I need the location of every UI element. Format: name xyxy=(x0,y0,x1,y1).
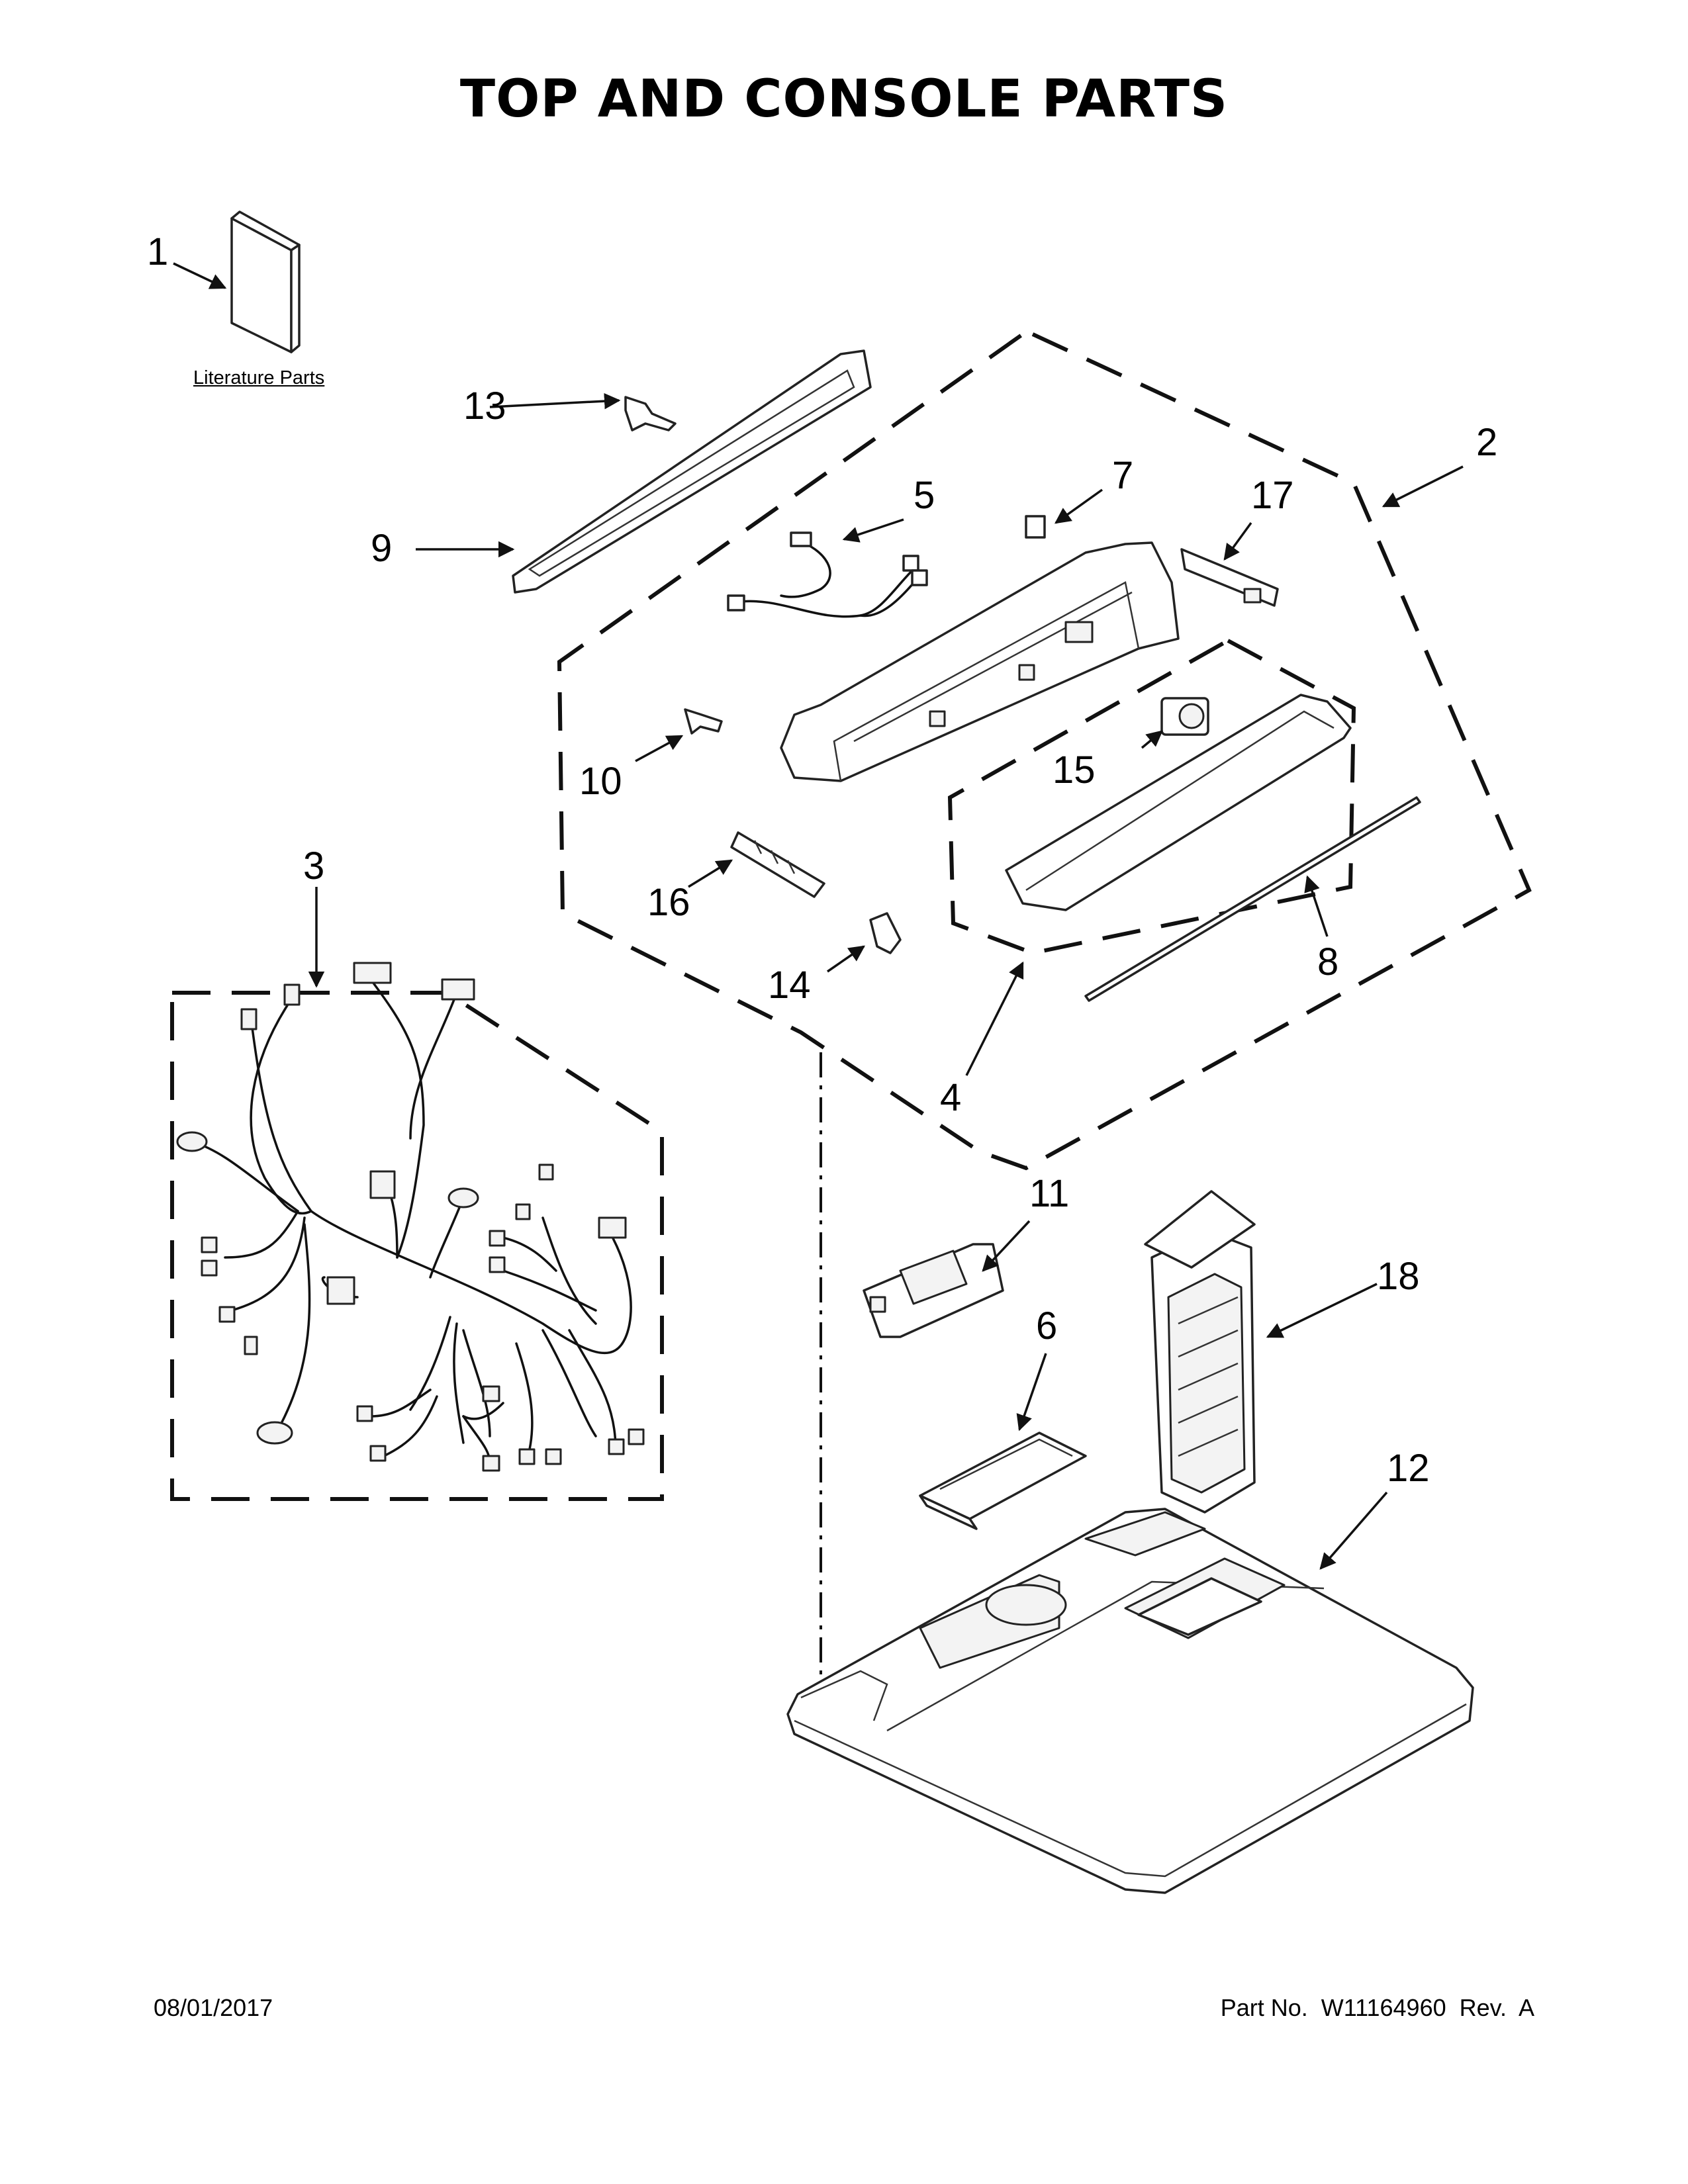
console-bracket-part xyxy=(1180,548,1279,607)
callout-18: 18 xyxy=(1377,1255,1420,1298)
callout-14: 14 xyxy=(768,964,811,1007)
clip-small-part xyxy=(869,912,902,954)
callout-16: 16 xyxy=(647,881,690,924)
leader-4 xyxy=(965,961,1024,1076)
panel-group-outline xyxy=(947,639,1356,956)
control-cover-part xyxy=(919,1432,1087,1530)
leader-14 xyxy=(827,945,866,973)
main-wire-harness-part xyxy=(176,962,645,1472)
callout-1: 1 xyxy=(147,230,169,273)
callout-12: 12 xyxy=(1387,1447,1430,1490)
literature-parts-label: Literature Parts xyxy=(193,367,325,388)
leader-6 xyxy=(1016,1353,1047,1432)
leader-13 xyxy=(489,392,621,410)
page-title: TOP AND CONSOLE PARTS xyxy=(459,69,1229,129)
cycle-selector-part xyxy=(1160,697,1209,736)
console-group-outline xyxy=(557,332,1532,1171)
top-panel-part xyxy=(786,1508,1474,1894)
footer-date: 08/01/2017 xyxy=(154,1994,273,2021)
callout-15: 15 xyxy=(1053,749,1096,792)
callout-6: 6 xyxy=(1036,1304,1058,1347)
leader-10 xyxy=(635,735,684,762)
leader-17 xyxy=(1223,522,1252,561)
callout-4: 4 xyxy=(940,1076,962,1119)
console-housing-part xyxy=(780,541,1180,782)
leader-2 xyxy=(1382,465,1464,508)
seal-strip-part xyxy=(1084,796,1421,1002)
leader-15 xyxy=(1141,730,1163,749)
callout-11: 11 xyxy=(1029,1172,1070,1215)
screw-part xyxy=(684,708,723,735)
callout-17: 17 xyxy=(1251,474,1294,517)
control-panel-part xyxy=(1005,694,1352,911)
callout-5: 5 xyxy=(914,474,935,517)
console-wire-harness-part xyxy=(727,531,928,618)
callout-3: 3 xyxy=(303,844,325,887)
leader-1 xyxy=(173,262,227,289)
lint-screen-part xyxy=(1144,1190,1256,1514)
callout-9: 9 xyxy=(371,527,393,570)
literature-booklet-part xyxy=(230,210,301,353)
callout-7: 7 xyxy=(1112,454,1134,497)
leader-11 xyxy=(982,1220,1031,1272)
leader-8 xyxy=(1304,875,1329,937)
callout-13: 13 xyxy=(463,385,506,428)
footer-part-number: Part No. W11164960 Rev. A xyxy=(1220,1994,1534,2021)
leader-16 xyxy=(688,859,733,888)
control-board-part xyxy=(863,1243,1004,1338)
leader-12 xyxy=(1319,1491,1388,1570)
clip-part xyxy=(1025,515,1046,539)
callout-2: 2 xyxy=(1476,421,1498,464)
back-trim-part xyxy=(512,349,872,594)
console-support-part xyxy=(730,831,825,898)
leader-5 xyxy=(842,518,904,543)
callout-8: 8 xyxy=(1317,940,1339,983)
leader-18 xyxy=(1266,1283,1378,1338)
callout-10: 10 xyxy=(579,760,622,803)
leader-7 xyxy=(1055,488,1103,524)
